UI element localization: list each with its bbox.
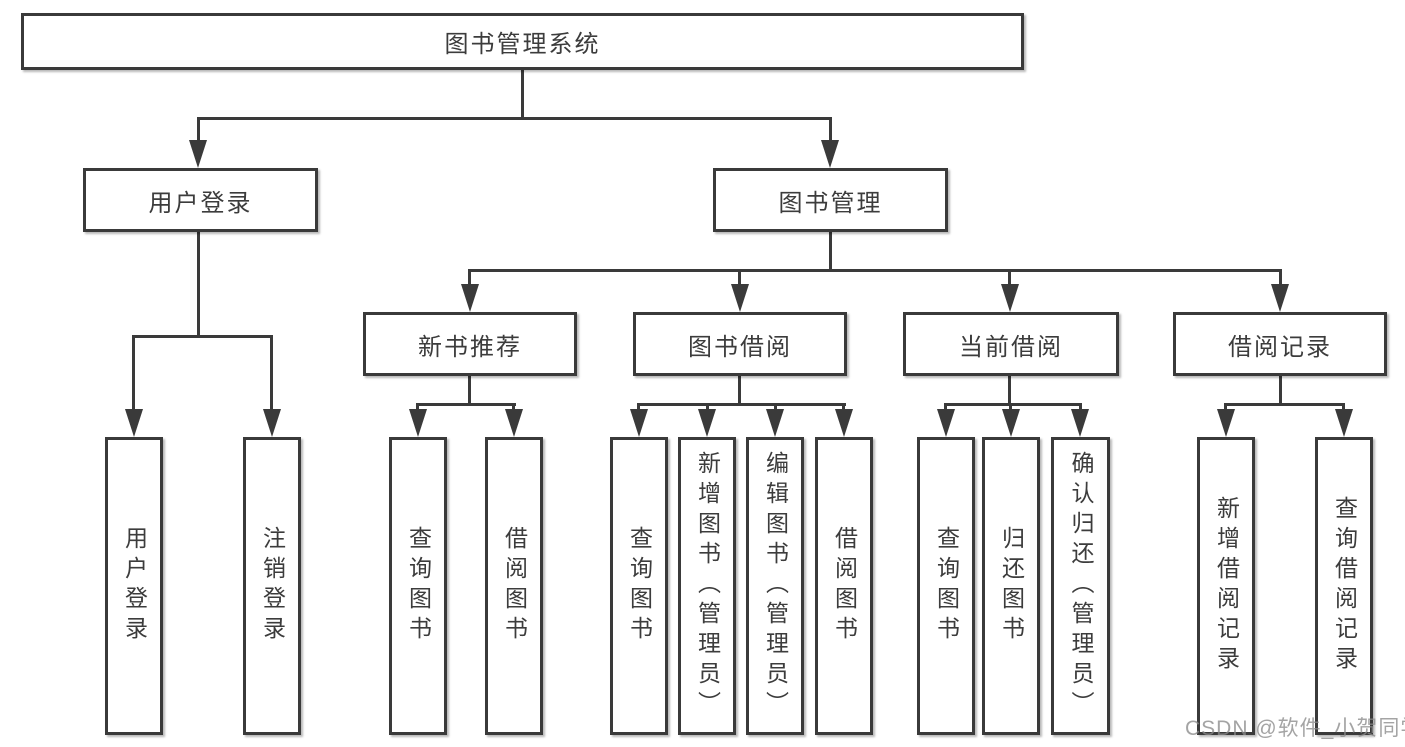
- leaf-current-query-books-label: 查询图书: [933, 526, 960, 646]
- connector-line: [1279, 269, 1282, 289]
- connector-line: [738, 269, 741, 289]
- connector-line: [416, 403, 516, 406]
- node-root: 图书管理系统: [21, 13, 1024, 70]
- leaf-logout: 注销登录: [243, 437, 301, 735]
- connector-line: [132, 335, 273, 338]
- arrow-down-icon: [461, 284, 479, 312]
- connector-line: [197, 232, 200, 338]
- leaf-records-query-record: 查询借阅记录: [1315, 437, 1373, 735]
- leaf-borrowing-add-books-label: 新增图书（管理员）: [694, 451, 721, 721]
- node-borrowing-records: 借阅记录: [1173, 312, 1387, 376]
- connector-line: [468, 376, 471, 406]
- arrow-down-icon: [766, 409, 784, 437]
- leaf-records-query-record-label: 查询借阅记录: [1331, 496, 1358, 676]
- node-current-borrowing: 当前借阅: [903, 312, 1119, 376]
- connector-line: [521, 70, 524, 118]
- node-borrowing-records-label: 借阅记录: [1228, 333, 1332, 361]
- node-new-book-recommend-label: 新书推荐: [418, 333, 522, 361]
- connector-line: [132, 335, 135, 415]
- arrow-down-icon: [1217, 409, 1235, 437]
- connector-line: [944, 403, 1082, 406]
- arrow-down-icon: [731, 284, 749, 312]
- leaf-records-add-record: 新增借阅记录: [1197, 437, 1255, 735]
- arrow-down-icon: [1271, 284, 1289, 312]
- connector-line: [468, 269, 1282, 272]
- connector-line: [1008, 376, 1011, 406]
- node-current-borrowing-label: 当前借阅: [959, 333, 1063, 361]
- leaf-recommend-borrow-books-label: 借阅图书: [501, 526, 528, 646]
- arrow-down-icon: [505, 409, 523, 437]
- leaf-logout-label: 注销登录: [259, 526, 286, 646]
- arrow-down-icon: [698, 409, 716, 437]
- arrow-down-icon: [1002, 409, 1020, 437]
- arrow-down-icon: [1001, 284, 1019, 312]
- node-root-label: 图书管理系统: [444, 31, 601, 58]
- arrow-down-icon: [630, 409, 648, 437]
- arrow-down-icon: [409, 409, 427, 437]
- arrow-down-icon: [821, 140, 839, 168]
- node-book-management: 图书管理: [713, 168, 948, 232]
- leaf-login: 用户登录: [105, 437, 163, 735]
- arrow-down-icon: [835, 409, 853, 437]
- leaf-borrowing-add-books: 新增图书（管理员）: [678, 437, 736, 735]
- leaf-current-return-books-label: 归还图书: [998, 526, 1025, 646]
- node-book-management-label: 图书管理: [778, 189, 883, 217]
- leaf-borrowing-borrow-books-label: 借阅图书: [831, 526, 858, 646]
- leaf-borrowing-edit-books: 编辑图书（管理员）: [746, 437, 804, 735]
- leaf-recommend-borrow-books: 借阅图书: [485, 437, 543, 735]
- node-book-borrowing: 图书借阅: [633, 312, 847, 376]
- leaf-current-confirm-return-label: 确认归还（管理员）: [1068, 451, 1094, 721]
- arrow-down-icon: [1071, 409, 1089, 437]
- leaf-borrowing-borrow-books: 借阅图书: [815, 437, 873, 735]
- connector-line: [197, 117, 832, 120]
- node-book-borrowing-label: 图书借阅: [688, 333, 792, 361]
- connector-line: [1008, 269, 1011, 289]
- node-user-login-label: 用户登录: [148, 189, 253, 217]
- arrow-down-icon: [937, 409, 955, 437]
- leaf-borrowing-query-books: 查询图书: [610, 437, 668, 735]
- connector-line: [197, 117, 200, 145]
- connector-line: [637, 403, 846, 406]
- arrow-down-icon: [125, 409, 143, 437]
- leaf-borrowing-query-books-label: 查询图书: [626, 526, 653, 646]
- leaf-borrowing-edit-books-label: 编辑图书（管理员）: [762, 451, 789, 721]
- leaf-records-add-record-label: 新增借阅记录: [1213, 496, 1240, 676]
- connector-line: [270, 335, 273, 415]
- leaf-current-query-books: 查询图书: [917, 437, 975, 735]
- arrow-down-icon: [263, 409, 281, 437]
- watermark: CSDN @软件_小贺同学: [1185, 717, 1405, 740]
- leaf-recommend-query-books: 查询图书: [389, 437, 447, 735]
- connector-line: [1224, 403, 1345, 406]
- node-user-login: 用户登录: [83, 168, 318, 232]
- leaf-current-confirm-return: 确认归还（管理员）: [1051, 437, 1110, 735]
- arrow-down-icon: [1335, 409, 1353, 437]
- connector-line: [829, 232, 832, 272]
- arrow-down-icon: [189, 140, 207, 168]
- leaf-login-label: 用户登录: [121, 526, 148, 646]
- connector-line: [1279, 376, 1282, 406]
- connector-line: [738, 376, 741, 406]
- leaf-current-return-books: 归还图书: [982, 437, 1040, 735]
- node-new-book-recommend: 新书推荐: [363, 312, 577, 376]
- connector-line: [468, 269, 471, 289]
- connector-line: [829, 117, 832, 145]
- leaf-recommend-query-books-label: 查询图书: [405, 526, 432, 646]
